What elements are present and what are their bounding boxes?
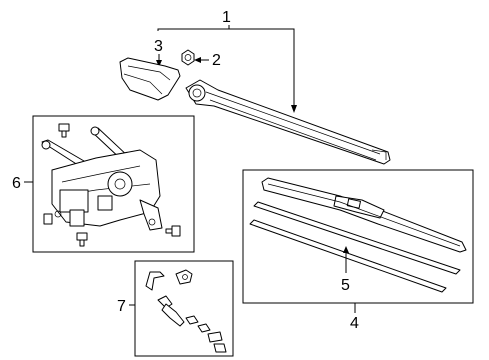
motor-assembly-box xyxy=(32,115,195,253)
wiper-blade-part xyxy=(249,177,467,293)
callout-1-arrow xyxy=(291,105,297,113)
callout-6: 6 xyxy=(12,175,21,192)
washer-hose-box xyxy=(134,260,234,357)
callout-7: 7 xyxy=(117,298,126,315)
callout-4-group: 4 xyxy=(350,303,359,332)
wiper-motor-part xyxy=(41,123,181,247)
callout-2: 2 xyxy=(212,52,221,69)
callout-5-group: 5 xyxy=(341,246,350,294)
callout-7-group: 7 xyxy=(117,298,135,315)
motor-bolt-top xyxy=(58,123,70,138)
callout-5: 5 xyxy=(341,277,350,294)
nut-part xyxy=(181,49,195,66)
wiper-arm-part xyxy=(185,79,391,165)
callout-2-group: 2 xyxy=(194,52,221,69)
callout-6-group: 6 xyxy=(12,175,33,192)
callout-1: 1 xyxy=(222,9,231,26)
arm-cap-part xyxy=(119,57,181,101)
motor-bolt-left xyxy=(43,213,53,225)
callout-3-group: 3 xyxy=(154,38,163,67)
callout-1-bracket xyxy=(157,28,295,108)
callout-5-arrow xyxy=(343,246,349,253)
blade-assembly-box xyxy=(242,169,474,304)
callout-2-arrow xyxy=(194,57,201,63)
callout-1-group: 1 xyxy=(157,9,297,113)
washer-hose-part xyxy=(145,269,227,353)
motor-bolt-right xyxy=(165,225,181,237)
callout-3-arrow xyxy=(156,60,162,67)
motor-bolt-bottom xyxy=(76,232,88,247)
callout-3: 3 xyxy=(154,38,163,55)
callout-4: 4 xyxy=(350,315,359,332)
